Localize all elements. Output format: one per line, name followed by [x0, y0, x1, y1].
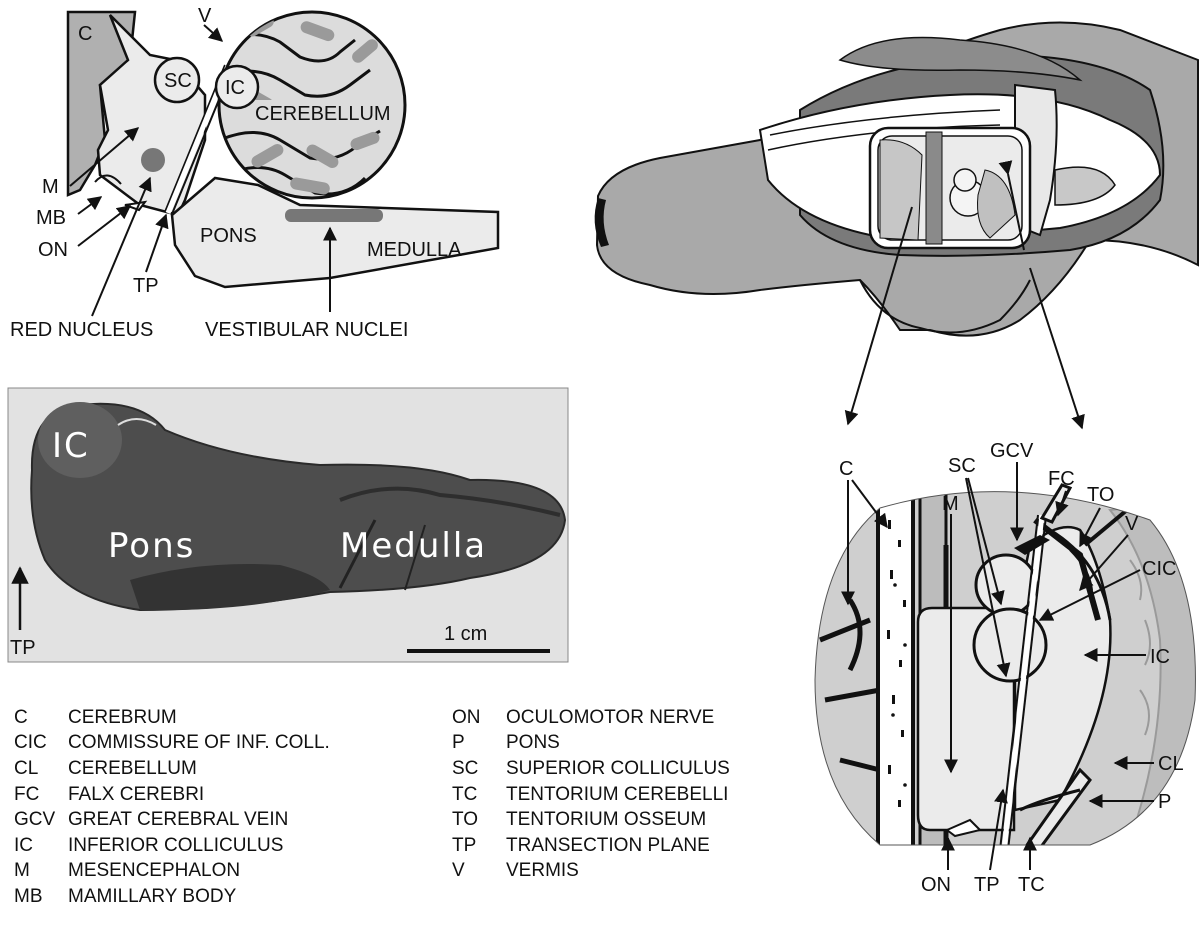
detail-label-c: C [839, 458, 853, 480]
legend-abbr: TP [452, 835, 506, 857]
legend-term: OCULOMOTOR NERVE [506, 707, 714, 729]
arrow-mb [78, 197, 101, 214]
legend-term: CEREBRUM [68, 707, 177, 729]
legend-term: VERMIS [506, 860, 579, 882]
label-ic: IC [225, 77, 245, 99]
legend-abbr: CL [14, 758, 68, 780]
label-c: C [78, 23, 92, 45]
detail-label-gcv: GCV [990, 440, 1034, 462]
detail-label-cic: CIC [1142, 558, 1176, 580]
legend-term: TENTORIUM OSSEUM [506, 809, 706, 831]
label-tp: TP [133, 275, 159, 297]
pointer-arrow-right [1030, 268, 1082, 428]
photo-label-tp: TP [10, 637, 36, 659]
legend-abbr: TO [452, 809, 506, 831]
legend-abbr: C [14, 707, 68, 729]
legend-term: FALX CEREBRI [68, 784, 204, 806]
legend-abbr: V [452, 860, 506, 882]
legend-abbr: MB [14, 886, 68, 908]
label-cerebellum: CEREBELLUM [255, 103, 391, 125]
legend-abbr: P [452, 732, 506, 754]
detail-label-v: V [1125, 513, 1139, 535]
detail-label-sc: SC [948, 455, 976, 477]
legend-term: INFERIOR COLLICULUS [68, 835, 283, 857]
legend-abbr: M [14, 860, 68, 882]
detail-label-cl: CL [1158, 753, 1184, 775]
detail-label-tc: TC [1018, 874, 1045, 896]
histology-photo: IC Pons Medulla 1 cm TP [8, 388, 568, 662]
detail-label-p: P [1158, 791, 1171, 813]
red-nucleus-dot [141, 148, 165, 172]
legend-term: CEREBELLUM [68, 758, 197, 780]
label-m: M [42, 176, 59, 198]
photo-label-ic: IC [52, 426, 90, 466]
detail-label-fc: FC [1048, 468, 1075, 490]
label-v: V [198, 5, 212, 27]
falx-layer [878, 490, 913, 850]
legend-abbr: SC [452, 758, 506, 780]
arrow-on [78, 206, 130, 246]
arrow-tp [146, 215, 166, 272]
arrow-v [204, 25, 222, 41]
legend-term: PONS [506, 732, 560, 754]
legend-abbr: ON [452, 707, 506, 729]
legend-abbr: TC [452, 784, 506, 806]
photo-label-medulla: Medulla [340, 526, 487, 566]
label-on: ON [38, 239, 68, 261]
photo-label-scale: 1 cm [444, 623, 487, 645]
brainstem-diagram: C V SC IC CEREBELLUM M MB ON TP PONS MED… [10, 5, 498, 341]
legend-term: COMMISSURE OF INF. COLL. [68, 732, 330, 754]
label-red-nucleus: RED NUCLEUS [10, 319, 153, 341]
vestibular-nuclei-bar [285, 209, 383, 222]
legend-abbr: IC [14, 835, 68, 857]
label-mb: MB [36, 207, 66, 229]
label-vestibular-nuclei: VESTIBULAR NUCLEI [205, 319, 408, 341]
head-illustration [595, 23, 1198, 336]
legend-term: SUPERIOR COLLICULUS [506, 758, 730, 780]
detail-label-ic: IC [1150, 646, 1170, 668]
legend-term: GREAT CEREBRAL VEIN [68, 809, 288, 831]
detail-label-on: ON [921, 874, 951, 896]
detail-diagram: C SC GCV FC TO M V CIC IC CL P ON TP TC [810, 440, 1203, 896]
legend-abbr: GCV [14, 809, 68, 831]
photo-label-pons: Pons [108, 526, 195, 566]
legend-term: TENTORIUM CEREBELLI [506, 784, 728, 806]
label-medulla: MEDULLA [367, 239, 462, 261]
detail-label-tp: TP [974, 874, 1000, 896]
detail-label-m: M [942, 493, 959, 515]
legend-term: MAMILLARY BODY [68, 886, 236, 908]
detail-label-to: TO [1087, 484, 1114, 506]
legend-abbr: CIC [14, 732, 68, 754]
legend-term: MESENCEPHALON [68, 860, 240, 882]
label-pons: PONS [200, 225, 257, 247]
label-sc: SC [164, 70, 192, 92]
legend-term: TRANSECTION PLANE [506, 835, 710, 857]
legend-abbr: FC [14, 784, 68, 806]
